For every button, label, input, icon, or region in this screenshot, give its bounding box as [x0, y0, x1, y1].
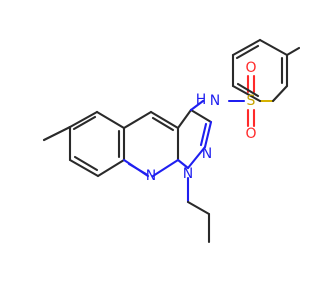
pyrazole-nitrogen-1-label: N: [183, 166, 193, 182]
bond-pyrazole-double: [199, 122, 208, 147]
bond-ring-b-double-2: [127, 162, 148, 176]
bond-aryl-3: [258, 38, 289, 57]
bond-methyl-ring-left: [42, 125, 72, 142]
bond-pyrazole-1: [176, 108, 193, 130]
bond-aryl-methyl: [285, 46, 300, 57]
pyrazole-nitrogen-2-label: N: [202, 146, 212, 162]
molecular-structure: N H S O O N N N: [42, 38, 300, 244]
oxygen-bottom-label: O: [245, 126, 256, 142]
bond-aryl-4: [231, 38, 262, 57]
bond-pyrazole-5: [176, 158, 190, 170]
sulfur-label: S: [247, 93, 256, 109]
bond-pyrazole-4: [186, 145, 207, 170]
bond-ring-a-double-3: [72, 115, 97, 131]
bond-ring-b-4: [151, 158, 180, 178]
bond-aryl-double-2: [235, 44, 260, 60]
bond-propyl-2: [186, 200, 211, 216]
nh-nitrogen-label: N: [210, 93, 220, 109]
atom-label-layer: N H S O O N N N: [146, 60, 257, 184]
nh-hydrogen-label: H: [196, 92, 207, 108]
bond-ring-b-double-1: [151, 116, 175, 132]
oxygen-top-label: O: [245, 60, 256, 76]
bond-ring-b-1: [122, 110, 153, 130]
bond-pyrazole-3: [203, 120, 213, 149]
bond-aryl-double-3: [236, 82, 260, 98]
bond-nh-link: [189, 99, 205, 112]
bond-ring-a-3: [96, 158, 126, 178]
bond-ring-b-2: [149, 110, 180, 130]
bond-ring-a-2: [68, 158, 100, 178]
bond-layer: [42, 38, 300, 244]
quinoline-nitrogen-label: N: [146, 168, 156, 184]
bond-ring-a-6: [68, 110, 99, 129]
bond-ring-a-5: [95, 110, 126, 130]
bond-aryl-1: [271, 84, 289, 103]
bond-aryl-6: [231, 84, 262, 103]
bond-pyrazole-2: [189, 108, 213, 124]
bond-ring-a-double-1: [73, 155, 99, 172]
